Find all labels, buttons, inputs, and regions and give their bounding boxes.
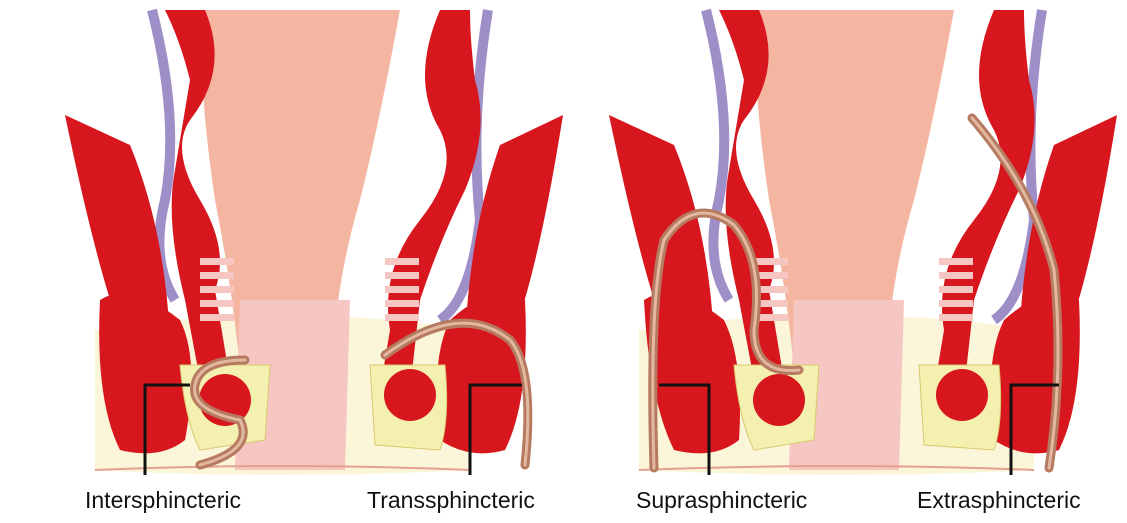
anorectal-diagram-right [564, 0, 1127, 523]
internal-sphincter-right [936, 369, 988, 421]
label-transsphincteric: Transsphincteric [367, 489, 535, 512]
internal-sphincter-left [753, 374, 805, 426]
label-extrasphincteric: Extrasphincteric [917, 489, 1081, 512]
panel-right: Suprasphincteric Extrasphincteric [564, 0, 1127, 523]
panel-left: Intersphincteric Transsphincteric [0, 0, 563, 523]
serosa-left [706, 10, 729, 300]
anorectal-diagram-left [0, 0, 563, 523]
label-suprasphincteric: Suprasphincteric [636, 489, 807, 512]
label-intersphincteric: Intersphincteric [85, 489, 241, 512]
internal-sphincter-right [384, 369, 436, 421]
